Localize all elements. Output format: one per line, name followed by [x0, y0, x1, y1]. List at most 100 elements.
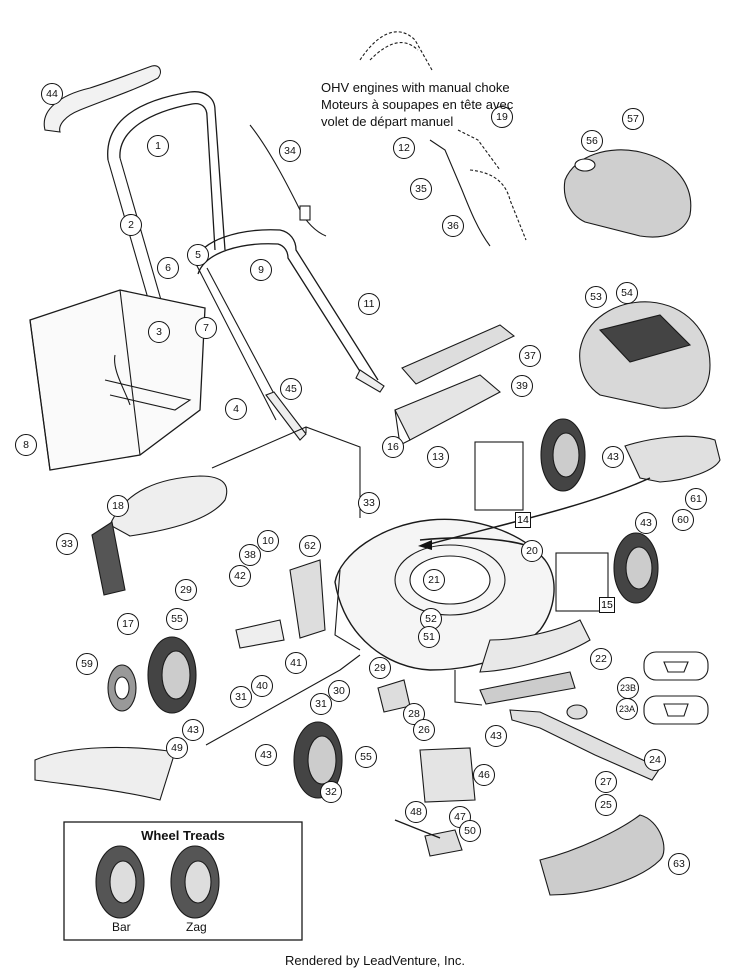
bar-tread-wheel [95, 845, 145, 919]
callout-57: 57 [622, 108, 644, 130]
callout-42: 42 [229, 565, 251, 587]
callout-32: 32 [320, 781, 342, 803]
front-skirt [539, 814, 665, 896]
callout-22: 22 [590, 648, 612, 670]
callout-46: 46 [473, 764, 495, 786]
callout-25: 25 [595, 794, 617, 816]
bar-tread-label: Bar [112, 920, 131, 934]
wheel-right-front [613, 532, 659, 604]
side-chute [624, 435, 721, 483]
callout-50: 50 [459, 820, 481, 842]
callout-37: 37 [519, 345, 541, 367]
callout-9: 9 [250, 259, 272, 281]
callout-5: 5 [187, 244, 209, 266]
callout-48: 48 [405, 801, 427, 823]
mulch-door [419, 747, 476, 803]
skirt [401, 324, 516, 385]
callout-43: 43 [182, 719, 204, 741]
lower-handle [194, 229, 379, 385]
callout-31: 31 [230, 686, 252, 708]
callout-55: 55 [355, 746, 377, 768]
callout-35: 35 [410, 178, 432, 200]
callout-23A: 23A [616, 698, 638, 720]
engine-cover [563, 149, 692, 238]
callout-27: 27 [595, 771, 617, 793]
callout-12: 12 [393, 137, 415, 159]
footer-credit: Rendered by LeadVenture, Inc. [285, 953, 465, 968]
boxed-label-15: 15 [599, 597, 615, 613]
callout-11: 11 [358, 293, 380, 315]
rear-flap [109, 475, 228, 537]
wheel-left-front [293, 721, 343, 799]
callout-26: 26 [413, 719, 435, 741]
hub-cap [107, 664, 137, 712]
callout-29: 29 [175, 579, 197, 601]
ohv-engine-note: OHV engines with manual choke Moteurs à … [321, 79, 513, 130]
callout-29: 29 [369, 657, 391, 679]
callout-60: 60 [672, 509, 694, 531]
callout-8: 8 [15, 434, 37, 456]
callout-30: 30 [328, 680, 350, 702]
callout-21: 21 [423, 569, 445, 591]
callout-49: 49 [166, 737, 188, 759]
cable-bracket [424, 829, 463, 857]
callout-44: 44 [41, 83, 63, 105]
callout-34: 34 [279, 140, 301, 162]
adapter-23A [643, 695, 709, 725]
zag-tread-label: Zag [186, 920, 207, 934]
note-line-3: volet de départ manuel [321, 114, 454, 129]
adapter-23B [643, 651, 709, 681]
callout-55: 55 [166, 608, 188, 630]
upper-handle [107, 91, 226, 251]
callout-2: 2 [120, 214, 142, 236]
callout-43: 43 [485, 725, 507, 747]
callout-45: 45 [280, 378, 302, 400]
callout-39: 39 [511, 375, 533, 397]
callout-43: 43 [602, 446, 624, 468]
callout-54: 54 [616, 282, 638, 304]
callout-1: 1 [147, 135, 169, 157]
grip-cover [43, 65, 161, 133]
grass-bag [29, 289, 206, 471]
boxed-label-14: 14 [515, 512, 531, 528]
blade [509, 709, 661, 781]
callout-4: 4 [225, 398, 247, 420]
callout-33: 33 [358, 492, 380, 514]
rear-cover [91, 521, 126, 596]
callout-23B: 23B [617, 677, 639, 699]
callout-6: 6 [157, 257, 179, 279]
baffle [479, 619, 591, 673]
callout-17: 17 [117, 613, 139, 635]
callout-41: 41 [285, 652, 307, 674]
callout-51: 51 [418, 626, 440, 648]
wheel-treads-title: Wheel Treads [141, 828, 225, 843]
callout-61: 61 [685, 488, 707, 510]
callout-59: 59 [76, 653, 98, 675]
wheel-right-rear [540, 418, 586, 492]
callout-36: 36 [442, 215, 464, 237]
callout-24: 24 [644, 749, 666, 771]
callout-38: 38 [239, 544, 261, 566]
callout-18: 18 [107, 495, 129, 517]
callout-31: 31 [310, 693, 332, 715]
mulch-plug [394, 374, 501, 441]
note-line-1: OHV engines with manual choke [321, 80, 510, 95]
callout-40: 40 [251, 675, 273, 697]
callout-3: 3 [148, 321, 170, 343]
callout-7: 7 [195, 317, 217, 339]
callout-43: 43 [635, 512, 657, 534]
callout-19: 19 [491, 106, 513, 128]
rear-deflector [34, 746, 176, 801]
callout-33: 33 [56, 533, 78, 555]
callout-62: 62 [299, 535, 321, 557]
note-line-2: Moteurs à soupapes en tête avec [321, 97, 514, 112]
callout-63: 63 [668, 853, 690, 875]
callout-16: 16 [382, 436, 404, 458]
wheel-left-rear [147, 636, 197, 714]
callout-43: 43 [255, 744, 277, 766]
zag-tread-wheel [170, 845, 220, 919]
callout-56: 56 [581, 130, 603, 152]
callout-53: 53 [585, 286, 607, 308]
callout-13: 13 [427, 446, 449, 468]
